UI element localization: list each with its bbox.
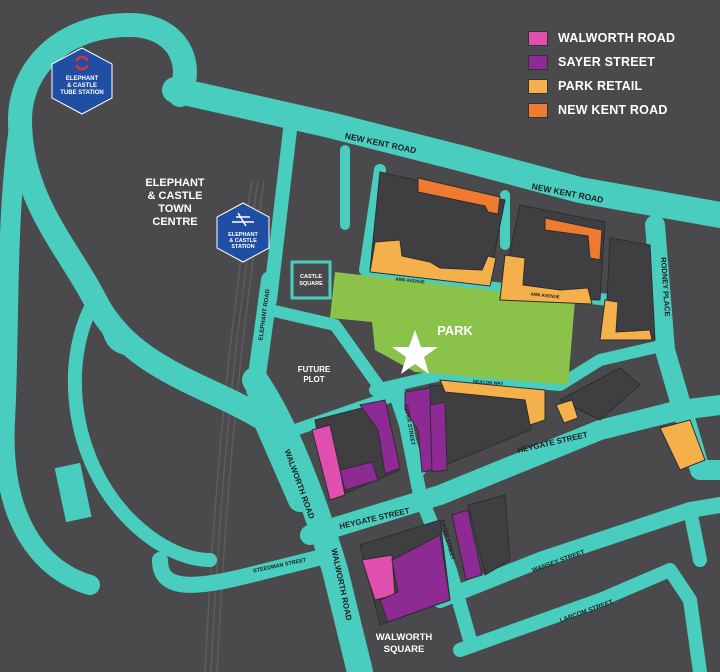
- national-rail-icon: [232, 212, 254, 227]
- town-centre-label-1: ELEPHANT: [145, 177, 205, 189]
- roundabout-interior: [67, 293, 217, 567]
- legend-swatch-park-retail: [528, 78, 548, 94]
- street-label-ann-avenue-1: ANN AVENUE: [395, 276, 425, 284]
- legend-label-park-retail: PARK RETAIL: [558, 79, 643, 93]
- legend-label-new-kent-road: NEW KENT ROAD: [558, 103, 668, 117]
- rail-station-badge: [216, 202, 270, 263]
- castle-square-label-2: SQUARE: [299, 281, 323, 287]
- building-blocks: [311, 171, 706, 626]
- park-retail-units-3: [599, 299, 653, 341]
- castle-square-label-1: CASTLE: [300, 274, 322, 280]
- steedman-street-road: [152, 547, 338, 593]
- tube-station-label-3: TUBE STATION: [60, 90, 103, 96]
- larcom-street-road: [453, 563, 707, 672]
- legend-label-walworth-road: WALWORTH ROAD: [558, 31, 676, 45]
- elephant-roundabout: [8, 13, 312, 512]
- underground-roundel-icon: [72, 55, 92, 71]
- park-label: PARK: [437, 323, 473, 338]
- block-sayer-south: [467, 494, 511, 576]
- street-label-ann-avenue-2: ANN AVENUE: [530, 291, 560, 299]
- road-network: [0, 13, 720, 672]
- inner-link: [90, 295, 130, 355]
- town-centre-label-3: TOWN: [158, 203, 191, 215]
- future-plot-label-1: FUTURE: [298, 365, 331, 374]
- legend-item-sayer-street: SAYER STREET: [528, 50, 718, 74]
- rail-station-marker[interactable]: ELEPHANT & CASTLE STATION: [216, 202, 270, 263]
- park-star-icon: [392, 330, 438, 374]
- heygate-street-road: [300, 395, 720, 545]
- rail-station-label-1: ELEPHANT: [228, 232, 258, 238]
- new-kent-road-units-2: [544, 217, 603, 261]
- wansey-street-road: [432, 497, 720, 608]
- legend-label-sayer-street: SAYER STREET: [558, 55, 656, 69]
- park-retail-units-4: [439, 379, 546, 426]
- legend-item-walworth-road: WALWORTH ROAD: [528, 26, 718, 50]
- map-legend: WALWORTH ROAD SAYER STREET PARK RETAIL N…: [528, 26, 718, 122]
- legend-swatch-new-kent-road: [528, 102, 548, 118]
- park-retail-units-5: [555, 399, 579, 424]
- street-label-rodney-place: RODNEY PLACE: [659, 257, 672, 317]
- sayer-street-units-4: [339, 461, 379, 491]
- walworth-road-units-1: [311, 424, 346, 501]
- sayer-street-units-1: [404, 387, 433, 473]
- walworth-square-label-2: SQUARE: [384, 644, 425, 655]
- park-retail-units-1: [369, 239, 497, 287]
- legend-item-new-kent-road: NEW KENT ROAD: [528, 98, 718, 122]
- block-east-mid: [558, 367, 641, 421]
- park-retail-units-2: [499, 254, 593, 305]
- park-retail-units-6: [659, 419, 706, 471]
- sayer-street-units-5: [379, 534, 451, 623]
- sayer-street-units-2: [429, 401, 448, 473]
- legend-swatch-walworth-road: [528, 30, 548, 46]
- area-labels: ELEPHANT & CASTLE TOWN CENTRE PARK FUTUR…: [145, 177, 473, 655]
- legend-swatch-sayer-street: [528, 54, 548, 70]
- tube-station-label-2: & CASTLE: [67, 83, 97, 89]
- new-kent-road-units-1: [417, 177, 501, 215]
- rail-station-label-3: STATION: [231, 244, 254, 250]
- tube-station-marker[interactable]: ELEPHANT & CASTLE TUBE STATION: [51, 47, 113, 115]
- sayer-street-units-6: [451, 509, 483, 581]
- west-block: [54, 462, 92, 523]
- castle-square: [290, 260, 332, 300]
- future-plot-label-2: PLOT: [303, 375, 324, 384]
- west-road: [0, 110, 100, 595]
- town-centre-label-2: & CASTLE: [148, 190, 203, 202]
- tube-station-badge: [51, 47, 113, 115]
- new-kent-road: [162, 77, 720, 228]
- street-label-deacon-way: DEACON WAY: [473, 379, 504, 386]
- legend-item-park-retail: PARK RETAIL: [528, 74, 718, 98]
- tube-station-label-1: ELEPHANT: [66, 76, 99, 82]
- park-west-road: [264, 304, 391, 401]
- south-link: [683, 503, 707, 567]
- sayer-street-units-3: [359, 399, 401, 475]
- walworth-square-label-1: WALWORTH: [376, 632, 433, 643]
- rail-station-label-2: & CASTLE: [229, 238, 257, 244]
- town-centre-label-4: CENTRE: [152, 216, 197, 228]
- deacon-way-road: [369, 339, 671, 396]
